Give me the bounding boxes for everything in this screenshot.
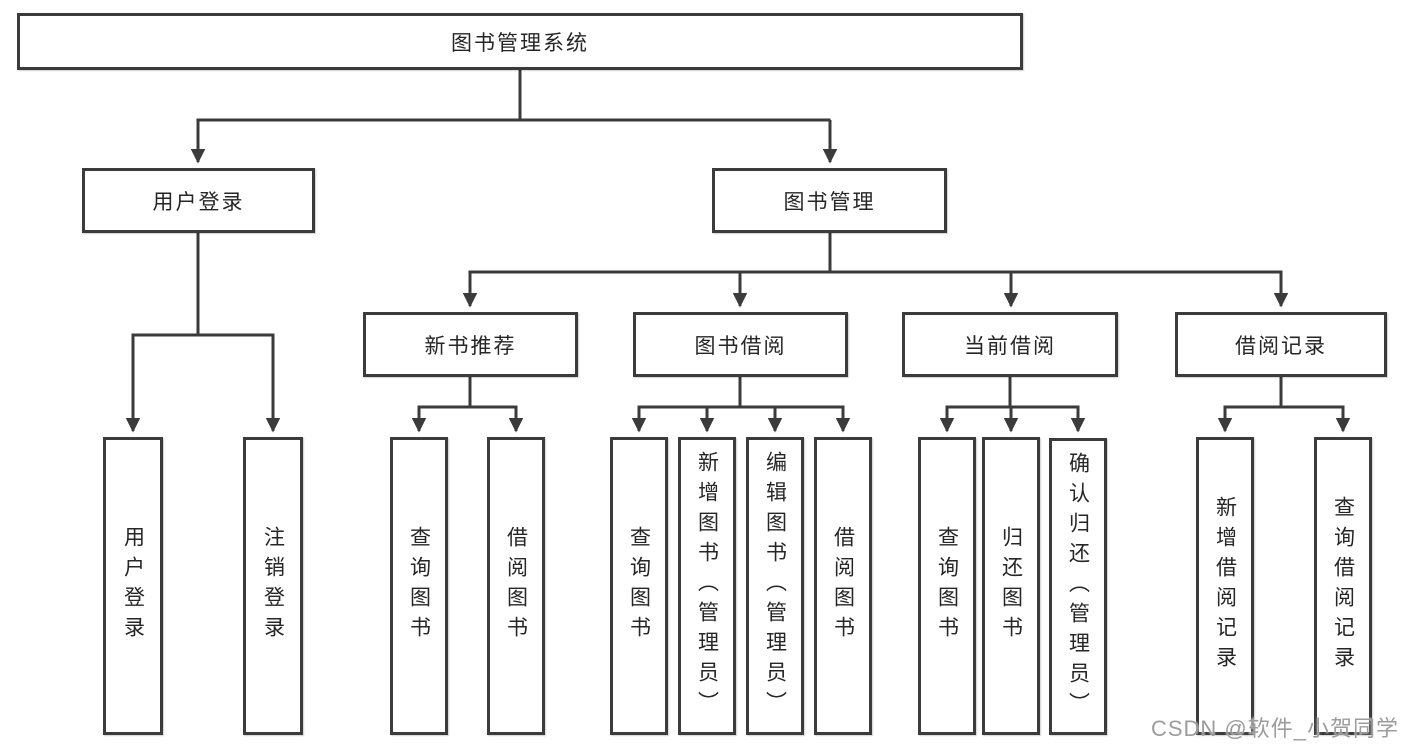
node-book-management: 图书管理 bbox=[712, 168, 947, 233]
leaf-borrow-edit-book-admin: 编辑图书（管理员） bbox=[746, 437, 804, 735]
leaf-current-return-book: 归还图书 bbox=[982, 437, 1040, 735]
leaf-borrow-edit-book-admin-label: 编辑图书（管理员） bbox=[763, 451, 787, 721]
leaf-borrow-borrow-book-label: 借阅图书 bbox=[831, 526, 855, 646]
leaf-records-query-record-label: 查询借阅记录 bbox=[1331, 496, 1355, 676]
csdn-watermark: CSDN @软件_小贺同学 bbox=[1150, 716, 1399, 741]
node-borrowing-records: 借阅记录 bbox=[1175, 312, 1387, 377]
leaf-current-query-book-label: 查询图书 bbox=[935, 526, 959, 646]
node-book-borrowing: 图书借阅 bbox=[633, 312, 848, 377]
leaf-borrow-add-book-admin: 新增图书（管理员） bbox=[678, 437, 736, 735]
leaf-rec-query-book: 查询图书 bbox=[390, 437, 448, 735]
node-new-book-recommend: 新书推荐 bbox=[363, 312, 578, 377]
leaf-rec-borrow-book-label: 借阅图书 bbox=[504, 526, 528, 646]
leaf-borrow-query-book-label: 查询图书 bbox=[627, 526, 651, 646]
leaf-records-add-record-label: 新增借阅记录 bbox=[1213, 496, 1237, 676]
leaf-logout: 注销登录 bbox=[243, 437, 303, 735]
node-current-borrowing: 当前借阅 bbox=[902, 312, 1118, 377]
node-user-login: 用户登录 bbox=[82, 168, 315, 233]
leaf-borrow-add-book-admin-label: 新增图书（管理员） bbox=[695, 451, 719, 721]
node-borrowing-records-label: 借阅记录 bbox=[1235, 334, 1327, 358]
leaf-borrow-borrow-book: 借阅图书 bbox=[814, 437, 872, 735]
leaf-records-add-record: 新增借阅记录 bbox=[1196, 437, 1254, 735]
leaf-logout-label: 注销登录 bbox=[261, 526, 285, 646]
node-new-book-recommend-label: 新书推荐 bbox=[424, 334, 517, 358]
leaf-borrow-query-book: 查询图书 bbox=[610, 437, 668, 735]
leaf-rec-query-book-label: 查询图书 bbox=[407, 526, 431, 646]
leaf-user-login: 用户登录 bbox=[103, 437, 163, 735]
leaf-user-login-label: 用户登录 bbox=[121, 526, 145, 646]
leaf-current-return-book-label: 归还图书 bbox=[999, 526, 1023, 646]
node-library-system-label: 图书管理系统 bbox=[451, 31, 589, 55]
node-library-system: 图书管理系统 bbox=[17, 13, 1023, 70]
leaf-records-query-record: 查询借阅记录 bbox=[1314, 437, 1372, 735]
leaf-rec-borrow-book: 借阅图书 bbox=[487, 437, 545, 735]
node-book-borrowing-label: 图书借阅 bbox=[694, 334, 787, 358]
node-current-borrowing-label: 当前借阅 bbox=[964, 334, 1056, 358]
leaf-current-confirm-return-admin: 确认归还（管理员） bbox=[1049, 438, 1107, 735]
leaf-current-query-book: 查询图书 bbox=[918, 437, 976, 735]
node-book-management-label: 图书管理 bbox=[783, 190, 876, 214]
leaf-current-confirm-return-admin-label: 确认归还（管理员） bbox=[1066, 451, 1090, 722]
node-user-login-label: 用户登录 bbox=[152, 190, 245, 214]
